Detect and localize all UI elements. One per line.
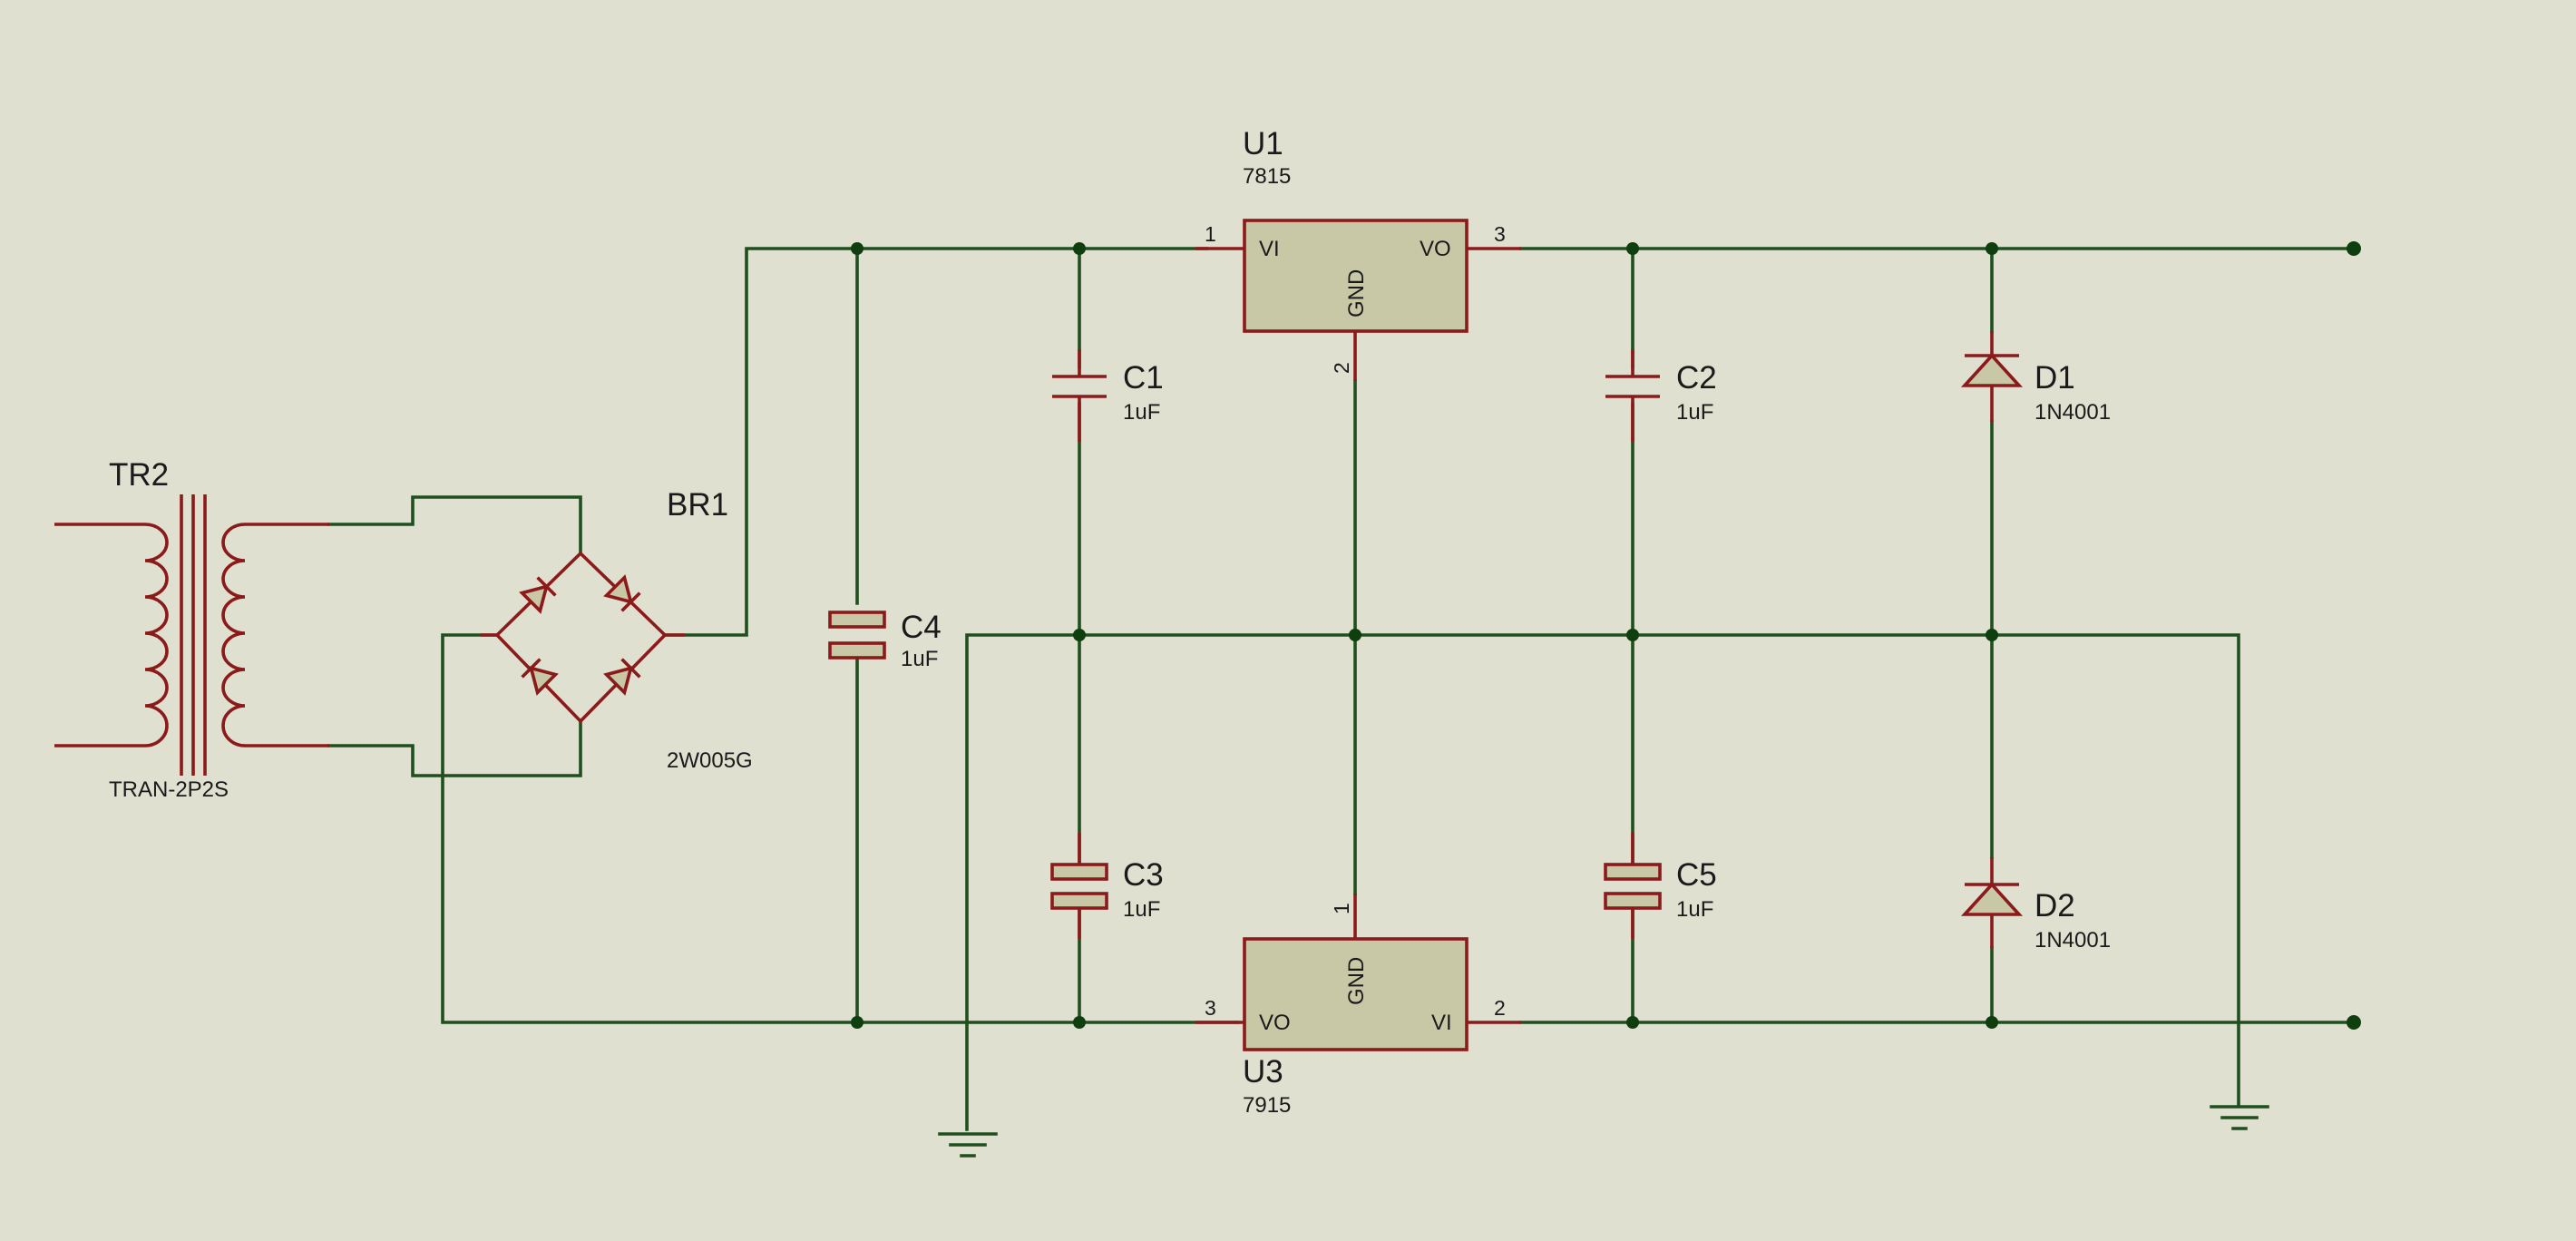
capacitor-plate-positive	[828, 611, 886, 629]
tr-primary-coil	[144, 523, 169, 748]
c3-value-label: 1uF	[1123, 897, 1160, 922]
u1-pin-vi-label: VI	[1259, 237, 1280, 261]
u3-ref-label: U3	[1243, 1054, 1283, 1090]
wires	[327, 247, 2356, 1131]
capacitor-c1[interactable]: C1 1uF	[1052, 349, 1164, 442]
u3-body	[1243, 937, 1469, 1051]
tr2-value-label: TRAN-2P2S	[109, 777, 229, 802]
u1-pin-number-in: 1	[1205, 222, 1216, 246]
junction-dot	[1073, 629, 1086, 641]
capacitor-plate-positive	[1604, 863, 1662, 881]
junction-dot	[1073, 242, 1086, 255]
ground-icon	[938, 1132, 998, 1158]
junction-dot	[1986, 1016, 1998, 1029]
regulator-u3[interactable]: VO VI GND 1 3 2 U3 7915	[1195, 894, 1521, 1118]
diode-d1[interactable]: D1 1N4001	[1960, 331, 2111, 425]
tr-secondary-coil	[221, 523, 246, 748]
junction-dot	[1073, 1016, 1086, 1029]
c1-value-label: 1uF	[1123, 400, 1160, 425]
bridge-diode	[521, 658, 559, 696]
bridge-diode	[603, 658, 641, 696]
junction-dot	[851, 1016, 864, 1029]
d1-value-label: 1N4001	[2034, 400, 2111, 425]
wire-bridge-positive	[663, 247, 1208, 637]
c3-ref-label: C3	[1123, 857, 1164, 893]
br1-value-label: 2W005G	[667, 748, 753, 773]
u1-value-label: 7815	[1243, 164, 1291, 189]
br1-ref-label: BR1	[667, 487, 728, 523]
capacitor-c2[interactable]: C2 1uF	[1605, 349, 1717, 442]
u1-pin-number-out: 3	[1494, 222, 1506, 246]
u1-body	[1243, 219, 1469, 333]
c4-value-label: 1uF	[901, 647, 938, 671]
junction-dot	[851, 242, 864, 255]
terminal-dot	[2347, 241, 2361, 256]
wire-bridge-negative	[441, 633, 1240, 1024]
junctions	[851, 241, 2361, 1030]
u3-pin-number-in: 2	[1494, 996, 1506, 1020]
c5-value-label: 1uF	[1676, 897, 1713, 922]
u3-pin-gnd-label: GND	[1344, 957, 1369, 1005]
bridge-diode	[519, 576, 557, 614]
c4-ref-label: C4	[901, 610, 942, 645]
u3-pin-number-out: 3	[1205, 996, 1216, 1020]
u3-value-label: 7915	[1243, 1093, 1291, 1118]
u1-ref-label: U1	[1243, 126, 1283, 161]
d2-value-label: 1N4001	[2034, 928, 2111, 953]
d2-ref-label: D2	[2034, 888, 2075, 923]
c2-value-label: 1uF	[1676, 400, 1713, 425]
c1-ref-label: C1	[1123, 360, 1164, 396]
transformer-icon[interactable]: TR2 TRAN-2P2S	[54, 457, 329, 802]
regulator-u1[interactable]: VI VO GND 1 3 2 U1 7815	[1195, 126, 1521, 381]
bridge-diode	[603, 574, 641, 612]
capacitor-plate-negative	[1604, 892, 1662, 910]
junction-dot	[1626, 242, 1639, 255]
ground-icon	[2210, 1105, 2269, 1130]
diode-d2[interactable]: D2 1N4001	[1960, 857, 2111, 953]
capacitor-c5[interactable]: C5 1uF	[1604, 833, 1717, 939]
capacitor-c4[interactable]: C4 1uF	[828, 610, 942, 671]
wire-tr-sec-top	[327, 495, 582, 555]
junction-dot	[1986, 242, 1998, 255]
bridge-rectifier-icon[interactable]: BR1 2W005G	[481, 487, 753, 773]
bridge-diamond	[494, 551, 668, 724]
capacitor-plate-negative	[1050, 892, 1108, 910]
u1-pin-vo-label: VO	[1420, 237, 1451, 261]
c5-ref-label: C5	[1676, 857, 1717, 893]
c2-ref-label: C2	[1676, 360, 1717, 396]
u1-pin-gnd-label: GND	[1344, 269, 1369, 318]
junction-dot	[1986, 629, 1998, 641]
wire-ground-rail	[965, 633, 2240, 1131]
capacitor-plate-positive	[1050, 863, 1108, 881]
capacitor-c3[interactable]: C3 1uF	[1050, 833, 1164, 939]
d1-ref-label: D1	[2034, 360, 2075, 396]
capacitor-plate-negative	[828, 641, 886, 660]
u3-pin-vi-label: VI	[1431, 1011, 1452, 1035]
u1-pin-number-gnd: 2	[1330, 362, 1353, 374]
junction-dot	[1349, 629, 1361, 641]
junction-dot	[1626, 1016, 1639, 1029]
tr2-ref-label: TR2	[109, 457, 169, 493]
terminal-dot	[2347, 1015, 2361, 1030]
wire-tr-sec-bottom	[327, 719, 582, 777]
junction-dot	[1626, 629, 1639, 641]
u3-pin-vo-label: VO	[1259, 1011, 1291, 1035]
u3-pin-number-gnd: 1	[1330, 903, 1353, 914]
